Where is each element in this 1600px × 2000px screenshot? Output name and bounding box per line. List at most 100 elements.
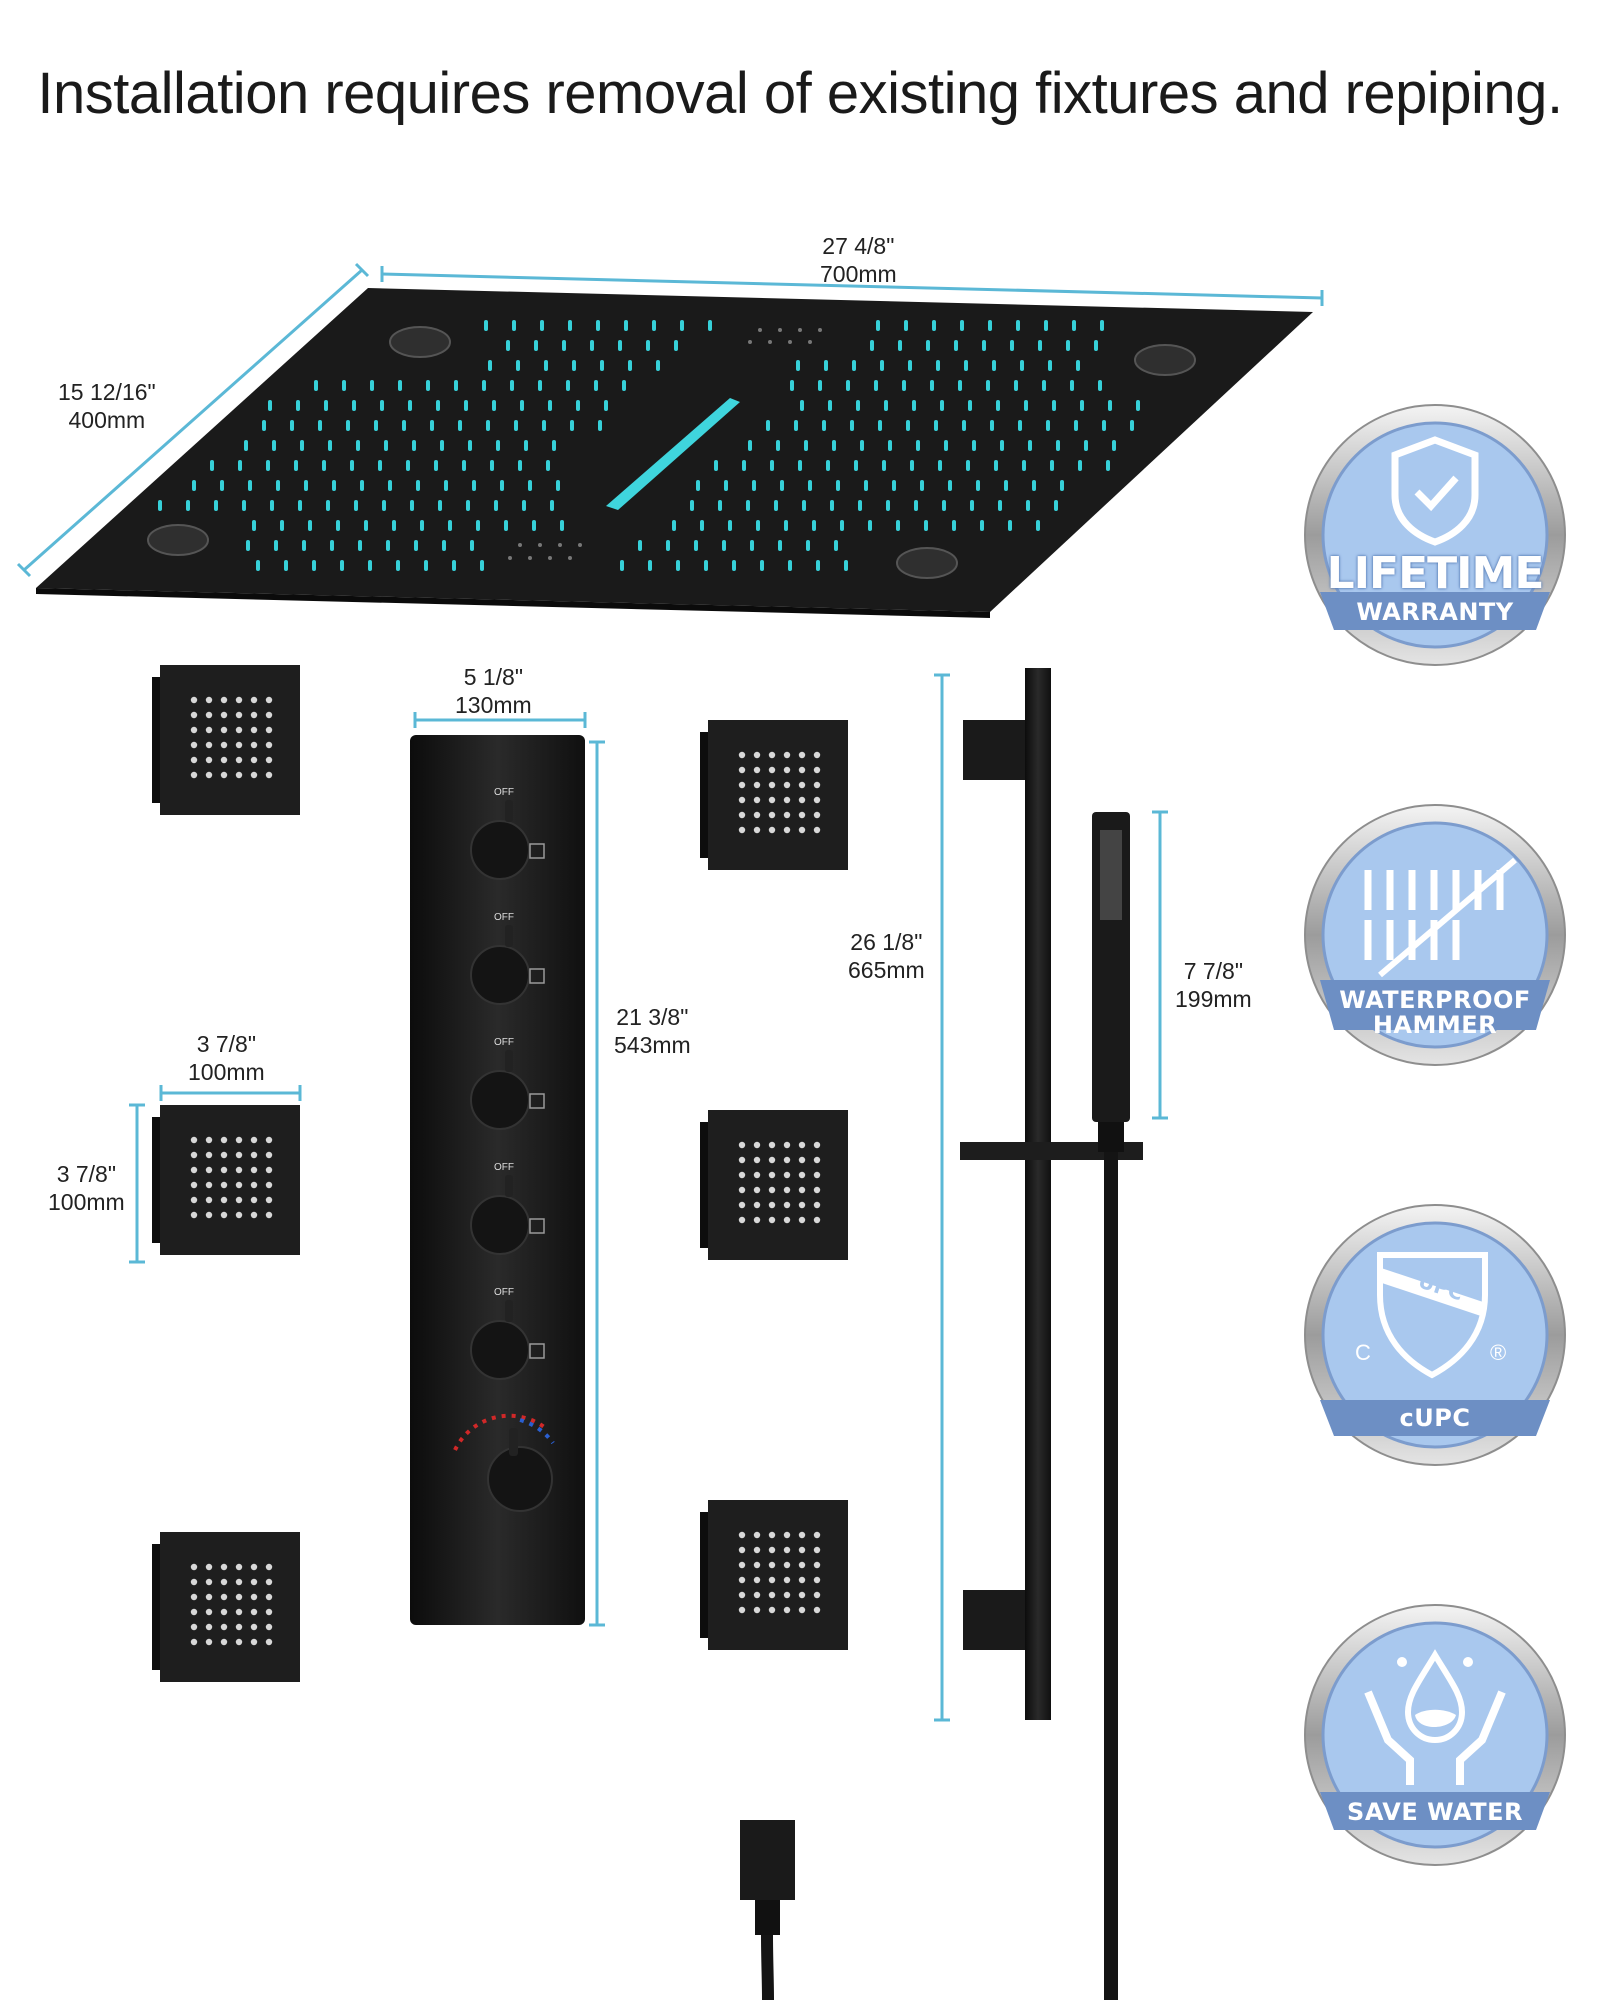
led-nozzle [1026, 500, 1030, 511]
jet-nozzle [190, 756, 198, 764]
led-nozzle [186, 500, 190, 511]
led-nozzle [410, 500, 414, 511]
jet-nozzle [783, 1606, 791, 1614]
jet-nozzle [753, 1531, 761, 1539]
jet-nozzle [205, 1578, 213, 1586]
jet-nozzle [798, 781, 806, 789]
jet-nozzle [250, 756, 258, 764]
led-nozzle [328, 440, 332, 451]
led-nozzle [542, 420, 546, 431]
jet-nozzle [768, 1201, 776, 1209]
jet-nozzle [220, 1563, 228, 1571]
led-nozzle [532, 520, 536, 531]
dimension-metric: 700mm [820, 261, 897, 287]
jet-nozzle [190, 771, 198, 779]
jet-nozzle [783, 1546, 791, 1554]
led-nozzle [882, 460, 886, 471]
led-nozzle [1028, 440, 1032, 451]
led-nozzle [832, 440, 836, 451]
led-nozzle [466, 500, 470, 511]
diverter-knob [470, 1050, 545, 1130]
led-nozzle [510, 380, 514, 391]
jet-nozzle [783, 781, 791, 789]
led-nozzle [476, 520, 480, 531]
led-nozzle [430, 420, 434, 431]
jet-nozzle [738, 1591, 746, 1599]
led-nozzle [274, 540, 278, 551]
jet-nozzle [753, 781, 761, 789]
body-jet [700, 1110, 848, 1260]
led-nozzle [470, 540, 474, 551]
led-nozzle [570, 420, 574, 431]
registered-mark: ® [1490, 1340, 1507, 1365]
jet-nozzle [190, 1136, 198, 1144]
jet-nozzle [205, 1166, 213, 1174]
rain-depth-dimension: 15 12/16" 400mm [58, 378, 156, 434]
jet-nozzle [250, 1136, 258, 1144]
jet-nozzle [813, 1546, 821, 1554]
jet-nozzle [738, 1546, 746, 1554]
led-nozzle [374, 420, 378, 431]
led-nozzle [392, 520, 396, 531]
led-nozzle [844, 560, 848, 571]
led-nozzle [326, 500, 330, 511]
led-nozzle [948, 480, 952, 491]
jet-nozzle [798, 1561, 806, 1569]
led-nozzle [534, 340, 538, 351]
badge-label: WARRANTY [1356, 598, 1514, 626]
panel-width-dimension: 5 1/8" 130mm [455, 663, 532, 719]
jet-nozzle [798, 811, 806, 819]
waterproof-hammer-badge: WATERPROOF HAMMER [1300, 800, 1570, 1070]
jet-nozzle [738, 766, 746, 774]
led-nozzle [464, 400, 468, 411]
led-nozzle [354, 500, 358, 511]
led-nozzle [1066, 340, 1070, 351]
jet-nozzle [813, 1156, 821, 1164]
led-nozzle [850, 420, 854, 431]
led-nozzle [906, 420, 910, 431]
jet-nozzle [768, 1576, 776, 1584]
function-icon [529, 843, 545, 859]
dimension-metric: 199mm [1175, 986, 1252, 1012]
led-nozzle [548, 400, 552, 411]
jet-nozzle [813, 1606, 821, 1614]
led-nozzle [210, 460, 214, 471]
led-nozzle [1076, 360, 1080, 371]
led-nozzle [966, 460, 970, 471]
jet-nozzle [265, 1593, 273, 1601]
function-icon [529, 1218, 545, 1234]
jet-nozzle [205, 741, 213, 749]
led-nozzle [434, 460, 438, 471]
led-nozzle [370, 380, 374, 391]
diverter-knob [470, 1175, 545, 1255]
led-nozzle [680, 320, 684, 331]
valve-off-label: OFF [494, 912, 514, 923]
jet-nozzle [738, 1576, 746, 1584]
led-nozzle [424, 560, 428, 571]
led-nozzle [790, 380, 794, 391]
led-nozzle [220, 480, 224, 491]
led-nozzle [694, 540, 698, 551]
led-nozzle [472, 480, 476, 491]
led-nozzle [262, 420, 266, 431]
jet-nozzle [783, 1201, 791, 1209]
led-nozzle [1070, 380, 1074, 391]
wall-elbow [740, 1820, 795, 2000]
led-nozzle [252, 520, 256, 531]
led-nozzle [954, 340, 958, 351]
jet-nozzle [220, 741, 228, 749]
badge-word: LIFETIME [1326, 548, 1545, 599]
jet-nozzle [783, 796, 791, 804]
led-nozzle [986, 380, 990, 391]
led-nozzle [964, 360, 968, 371]
led-nozzle [336, 520, 340, 531]
led-nozzle [1038, 340, 1042, 351]
led-nozzle [572, 360, 576, 371]
jet-nozzle [220, 1166, 228, 1174]
lifetime-warranty-badge: LIFETIME WARRANTY [1300, 400, 1570, 670]
led-nozzle [938, 460, 942, 471]
led-nozzle [1060, 480, 1064, 491]
jet-nozzle [783, 1141, 791, 1149]
led-nozzle [516, 360, 520, 371]
